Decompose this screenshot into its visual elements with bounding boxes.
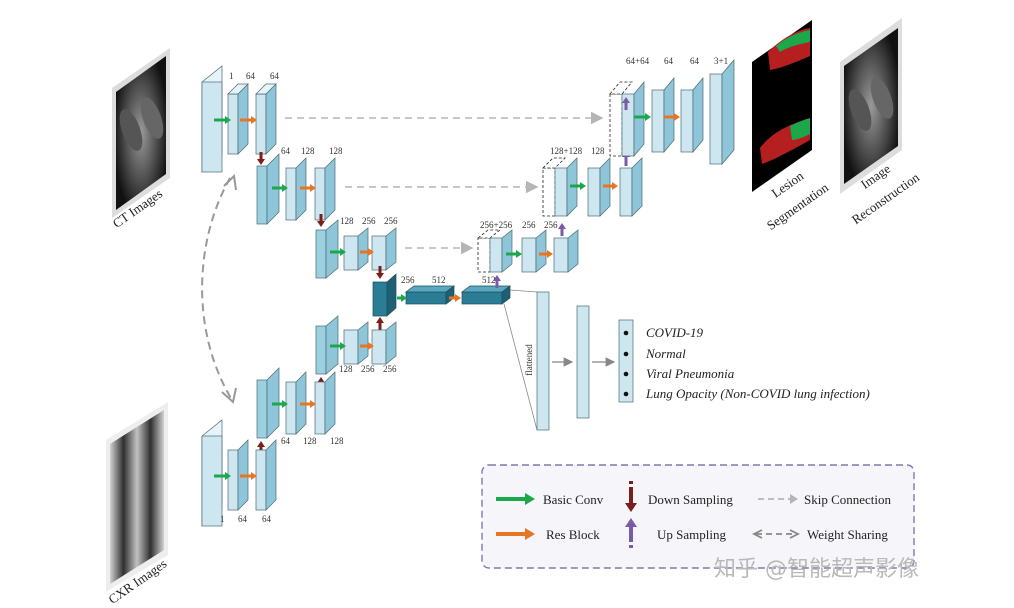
class-label: Normal bbox=[645, 346, 686, 361]
watermark: 知乎 @智能超声影像 bbox=[714, 557, 919, 582]
weight-sharing-link bbox=[201, 177, 233, 401]
cxr-image bbox=[106, 402, 168, 592]
legend-box bbox=[481, 464, 915, 569]
ch-label: 64 bbox=[690, 56, 700, 66]
ch-label: 512 bbox=[482, 275, 496, 285]
decoder-level3: 256+256 256 256 bbox=[476, 220, 579, 288]
ch-label: 256 bbox=[362, 216, 376, 226]
ch-label: 256 bbox=[361, 364, 375, 374]
legend-res-block: Res Block bbox=[546, 527, 600, 542]
ch-label: 128 bbox=[329, 146, 343, 156]
ct-encoder-level2: 64 128 128 bbox=[256, 146, 343, 225]
cxr-encoder-level2: 64 128 128 bbox=[256, 367, 344, 454]
bottleneck: 256 512 512 bbox=[372, 266, 512, 330]
ch-label: 256 bbox=[544, 220, 558, 230]
ch-label: 64 bbox=[270, 71, 280, 81]
legend-basic-conv: Basic Conv bbox=[543, 492, 604, 507]
ch-label: 64 bbox=[246, 71, 256, 81]
ch-label: 128 bbox=[303, 436, 317, 446]
image-reconstruction-image bbox=[840, 18, 902, 194]
ch-label: 64 bbox=[262, 514, 272, 524]
legend-skip-connection: Skip Connection bbox=[804, 492, 892, 507]
ct-image bbox=[112, 48, 170, 218]
ch-label: 128 bbox=[301, 146, 315, 156]
decoder-level1: 64+64 64 64 3+1 bbox=[609, 56, 735, 165]
ch-label: 64 bbox=[238, 514, 248, 524]
ch-label: 256 bbox=[522, 220, 536, 230]
legend-up-sampling: Up Sampling bbox=[657, 527, 726, 542]
legend-weight-sharing: Weight Sharing bbox=[807, 527, 888, 542]
class-label: Lung Opacity (Non-COVID lung infection) bbox=[645, 386, 870, 401]
cxr-encoder-level1: 1 64 64 bbox=[201, 419, 277, 527]
classifier-head: flattened COVID-19 Normal Viral Pneumoni… bbox=[503, 289, 870, 431]
ch-label: 1 bbox=[229, 71, 234, 81]
ch-label: 1 bbox=[220, 514, 225, 524]
flattened-vector bbox=[536, 291, 550, 431]
flattened-label: flattened bbox=[524, 344, 534, 376]
legend: Basic Conv Res Block Down Sampling Up Sa… bbox=[481, 464, 915, 569]
ch-label: 256 bbox=[401, 275, 415, 285]
ch-label: 256 bbox=[383, 364, 397, 374]
ch-label: 256 bbox=[384, 216, 398, 226]
output-layer bbox=[618, 319, 634, 403]
ch-label: 512 bbox=[432, 275, 446, 285]
ch-label: 64 bbox=[664, 56, 674, 66]
lesion-segmentation-image bbox=[752, 20, 812, 192]
ch-label: 128 bbox=[330, 436, 344, 446]
ch-label: 128+128 bbox=[550, 146, 583, 156]
down-sampling-icon bbox=[625, 481, 637, 512]
ch-label: 64 bbox=[281, 146, 291, 156]
ch-label: 3+1 bbox=[714, 56, 728, 66]
ch-label: 128 bbox=[591, 146, 605, 156]
class-label: Viral Pneumonia bbox=[646, 366, 735, 381]
legend-down-sampling: Down Sampling bbox=[648, 492, 733, 507]
ct-encoder-level1: 1 64 64 bbox=[201, 65, 280, 173]
basic-conv-icon bbox=[525, 493, 535, 505]
ct-encoder-level3: 128 256 256 bbox=[315, 214, 398, 279]
ch-label: 128 bbox=[340, 216, 354, 226]
skip-connection-icon bbox=[758, 494, 798, 504]
ch-label: 64+64 bbox=[626, 56, 650, 66]
skip-connections bbox=[285, 111, 604, 255]
cxr-encoder-level3: 128 256 256 bbox=[315, 315, 397, 390]
ch-label: 64 bbox=[281, 436, 291, 446]
class-label: COVID-19 bbox=[646, 325, 704, 340]
decoder-level2: 128+128 128 128 bbox=[542, 146, 643, 217]
res-block-icon bbox=[525, 528, 535, 540]
weight-sharing-icon bbox=[751, 529, 801, 539]
ch-label: 256+256 bbox=[480, 220, 513, 230]
fc-layer bbox=[576, 305, 590, 419]
ch-label: 128 bbox=[339, 364, 353, 374]
up-sampling-icon bbox=[625, 518, 637, 548]
